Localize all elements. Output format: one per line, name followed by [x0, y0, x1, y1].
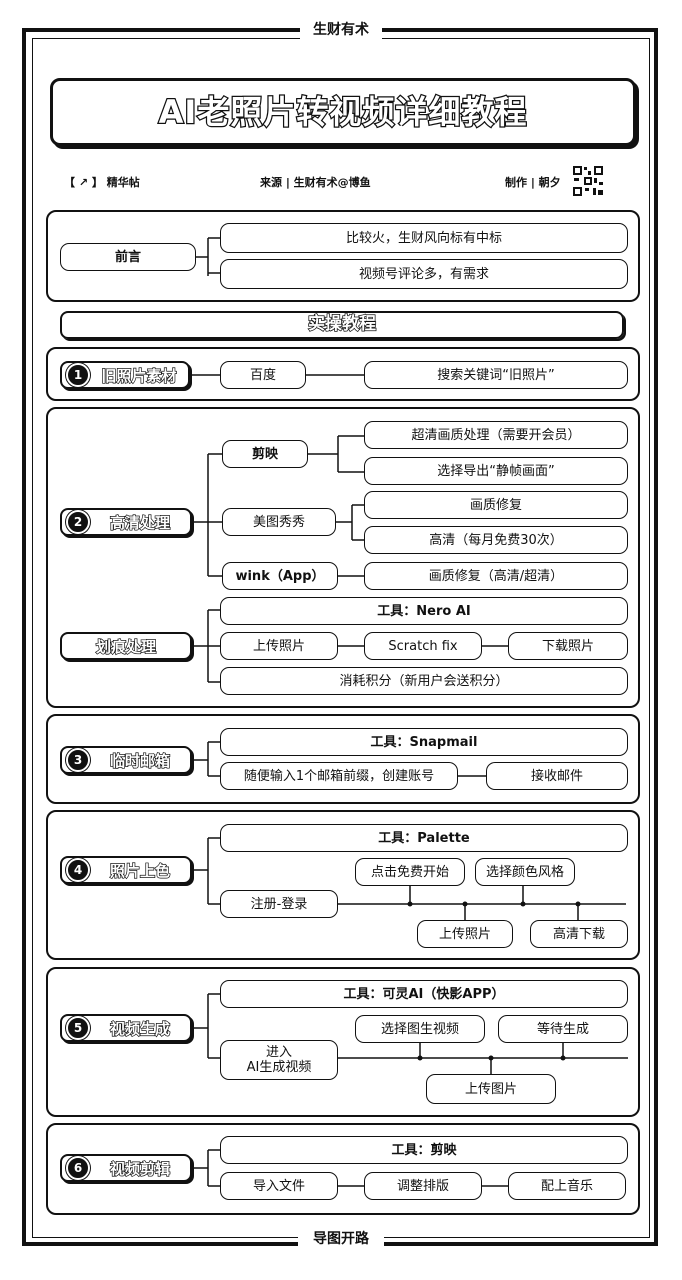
step3-result: 接收邮件	[486, 762, 628, 790]
author-text: 制作 | 朝夕	[505, 176, 561, 189]
step5-top-item: 选择图生视频	[355, 1015, 485, 1043]
step-number: 6	[66, 1156, 90, 1180]
step-number: 1	[66, 363, 90, 387]
step5-top-item: 等待生成	[498, 1015, 628, 1043]
wink-node: wink（App）	[222, 562, 338, 590]
scratch-label: 划痕处理	[95, 637, 156, 656]
step3-pill: 3 临时邮箱	[60, 746, 192, 774]
meitu-item: 画质修复	[364, 491, 628, 519]
preface-section	[46, 210, 640, 302]
step4-bottom-item: 上传照片	[417, 920, 513, 948]
step4-section	[46, 810, 640, 960]
meitu-item: 高清（每月免费30次）	[364, 526, 628, 554]
step4-top-item: 选择颜色风格	[475, 858, 575, 886]
step6-label: 视频剪辑	[109, 1159, 170, 1178]
jianying-item: 超清画质处理（需要开会员）	[364, 421, 628, 449]
scratch-step: 上传照片	[220, 632, 338, 660]
step5-section	[46, 967, 640, 1117]
page-title: AI老照片转视频详细教程	[157, 92, 528, 133]
step6-tool: 工具：剪映	[220, 1136, 628, 1164]
footer-label: 导图开路	[298, 1227, 384, 1251]
step1-section	[46, 347, 640, 401]
preface-label: 前言	[60, 243, 196, 271]
scratch-pill: 划痕处理	[60, 632, 192, 660]
scratch-step: 下载照片	[508, 632, 628, 660]
step6-step: 导入文件	[220, 1172, 338, 1200]
step2-section	[46, 407, 640, 708]
step3-section	[46, 714, 640, 804]
jianying-node: 剪映	[222, 440, 308, 468]
step4-pill: 4 照片上色	[60, 856, 192, 884]
step5-label: 视频生成	[109, 1019, 170, 1038]
scratch-tool: 工具：Nero AI	[220, 597, 628, 625]
wink-item: 画质修复（高清/超清）	[364, 562, 628, 590]
step3-tool: 工具：Snapmail	[220, 728, 628, 756]
preface-item: 视频号评论多，有需求	[220, 259, 628, 289]
step5-start: 进入 AI生成视频	[220, 1040, 338, 1080]
step3-label: 临时邮箱	[109, 751, 170, 770]
step6-section	[46, 1123, 640, 1215]
step1-action: 搜索关键词“旧照片”	[364, 361, 628, 389]
step4-tool: 工具：Palette	[220, 824, 628, 852]
step5-tool: 工具：可灵AI（快影APP）	[220, 980, 628, 1008]
practice-banner: 实操教程	[60, 311, 624, 339]
step4-top-item: 点击免费开始	[355, 858, 465, 886]
step-number: 5	[66, 1016, 90, 1040]
scratch-step: Scratch fix	[364, 632, 482, 660]
brand-label: 生财有术	[300, 18, 382, 42]
scratch-note: 消耗积分（新用户会送积分）	[220, 667, 628, 695]
step5-bottom-item: 上传图片	[426, 1074, 556, 1104]
source-text: 来源 | 生财有术@博鱼	[260, 176, 371, 189]
step-number: 3	[66, 748, 90, 772]
step6-step: 配上音乐	[508, 1172, 626, 1200]
step4-bottom-item: 高清下载	[530, 920, 628, 948]
step5-pill: 5 视频生成	[60, 1014, 192, 1042]
meitu-node: 美图秀秀	[222, 508, 336, 536]
step6-pill: 6 视频剪辑	[60, 1154, 192, 1182]
step6-step: 调整排版	[364, 1172, 482, 1200]
essence-tag: 【 ↗ 】 精华帖	[64, 176, 140, 189]
step1-pill: 1 旧照片素材	[60, 361, 190, 389]
step-number: 4	[66, 858, 90, 882]
step4-start: 注册-登录	[220, 890, 338, 918]
step3-action: 随便输入1个邮箱前缀，创建账号	[220, 762, 458, 790]
qr-code-icon	[571, 164, 605, 198]
step2-label: 高清处理	[109, 513, 170, 532]
step4-label: 照片上色	[109, 861, 170, 880]
step1-label: 旧照片素材	[101, 366, 177, 385]
step2-pill: 2 高清处理	[60, 508, 192, 536]
step1-tool: 百度	[220, 361, 306, 389]
step-number: 2	[66, 510, 90, 534]
preface-item: 比较火，生财风向标有中标	[220, 223, 628, 253]
jianying-item: 选择导出“静帧画面”	[364, 457, 628, 485]
title-box: AI老照片转视频详细教程	[50, 78, 636, 146]
